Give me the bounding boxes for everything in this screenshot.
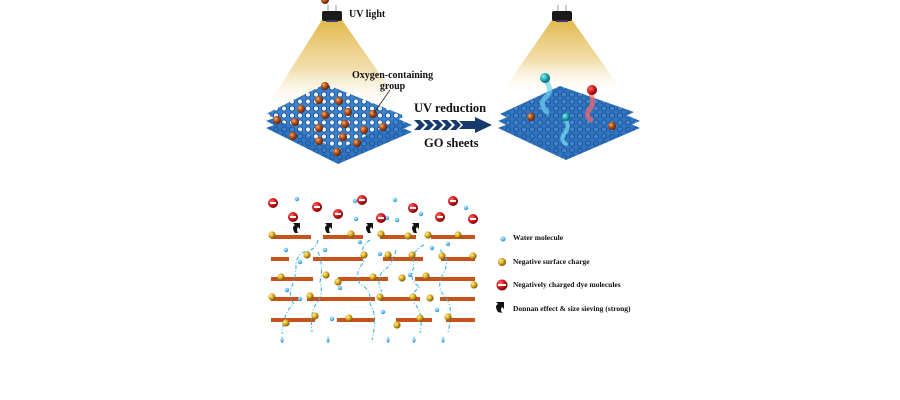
left-panel-go-sheets [265,0,412,164]
membrane-layers [271,235,475,322]
uv-lamp-icon-right [552,5,572,22]
permeate-water-drops [280,336,445,343]
membrane-diagram [268,195,478,343]
go-sheet-top [266,84,405,150]
donnan-arrows [293,223,419,233]
legend-icons [496,236,508,313]
oxygen-groups [273,0,387,156]
arrow-label-top: UV reduction [414,101,487,115]
legend-label-dye: Negatively charged dye molecules [513,280,621,289]
donnan-effect-arrow-icon [496,302,504,313]
dye-molecules [268,195,478,224]
oxygen-group-label-line2: group [379,81,406,92]
uv-light-cone-right [500,20,625,95]
surface-charges [268,230,478,329]
callout-line [373,89,391,114]
removed-groups [527,73,616,146]
uv-light-label: UV light [349,9,386,20]
uv-light-cone-left [265,20,405,110]
right-panel-rgo-sheets [498,5,640,160]
reduction-arrow [414,117,492,133]
oxygen-group-label: Oxygen-containing group [352,70,433,92]
legend-label-water: Water molecule [513,233,564,242]
negative-surface-charge-icon [498,258,506,266]
legend-label-surface-charge: Negative surface charge [513,257,590,266]
arrow-label-bottom: GO sheets [424,136,479,150]
water-molecule-icon [500,236,506,242]
legend-label-donnan: Donnan effect & size sieving (strong) [513,304,631,313]
uv-lamp-icon [322,5,342,22]
negatively-charged-dye-icon [496,279,508,291]
oxygen-group-label-line1: Oxygen-containing [352,70,434,81]
water-molecules [283,196,469,322]
